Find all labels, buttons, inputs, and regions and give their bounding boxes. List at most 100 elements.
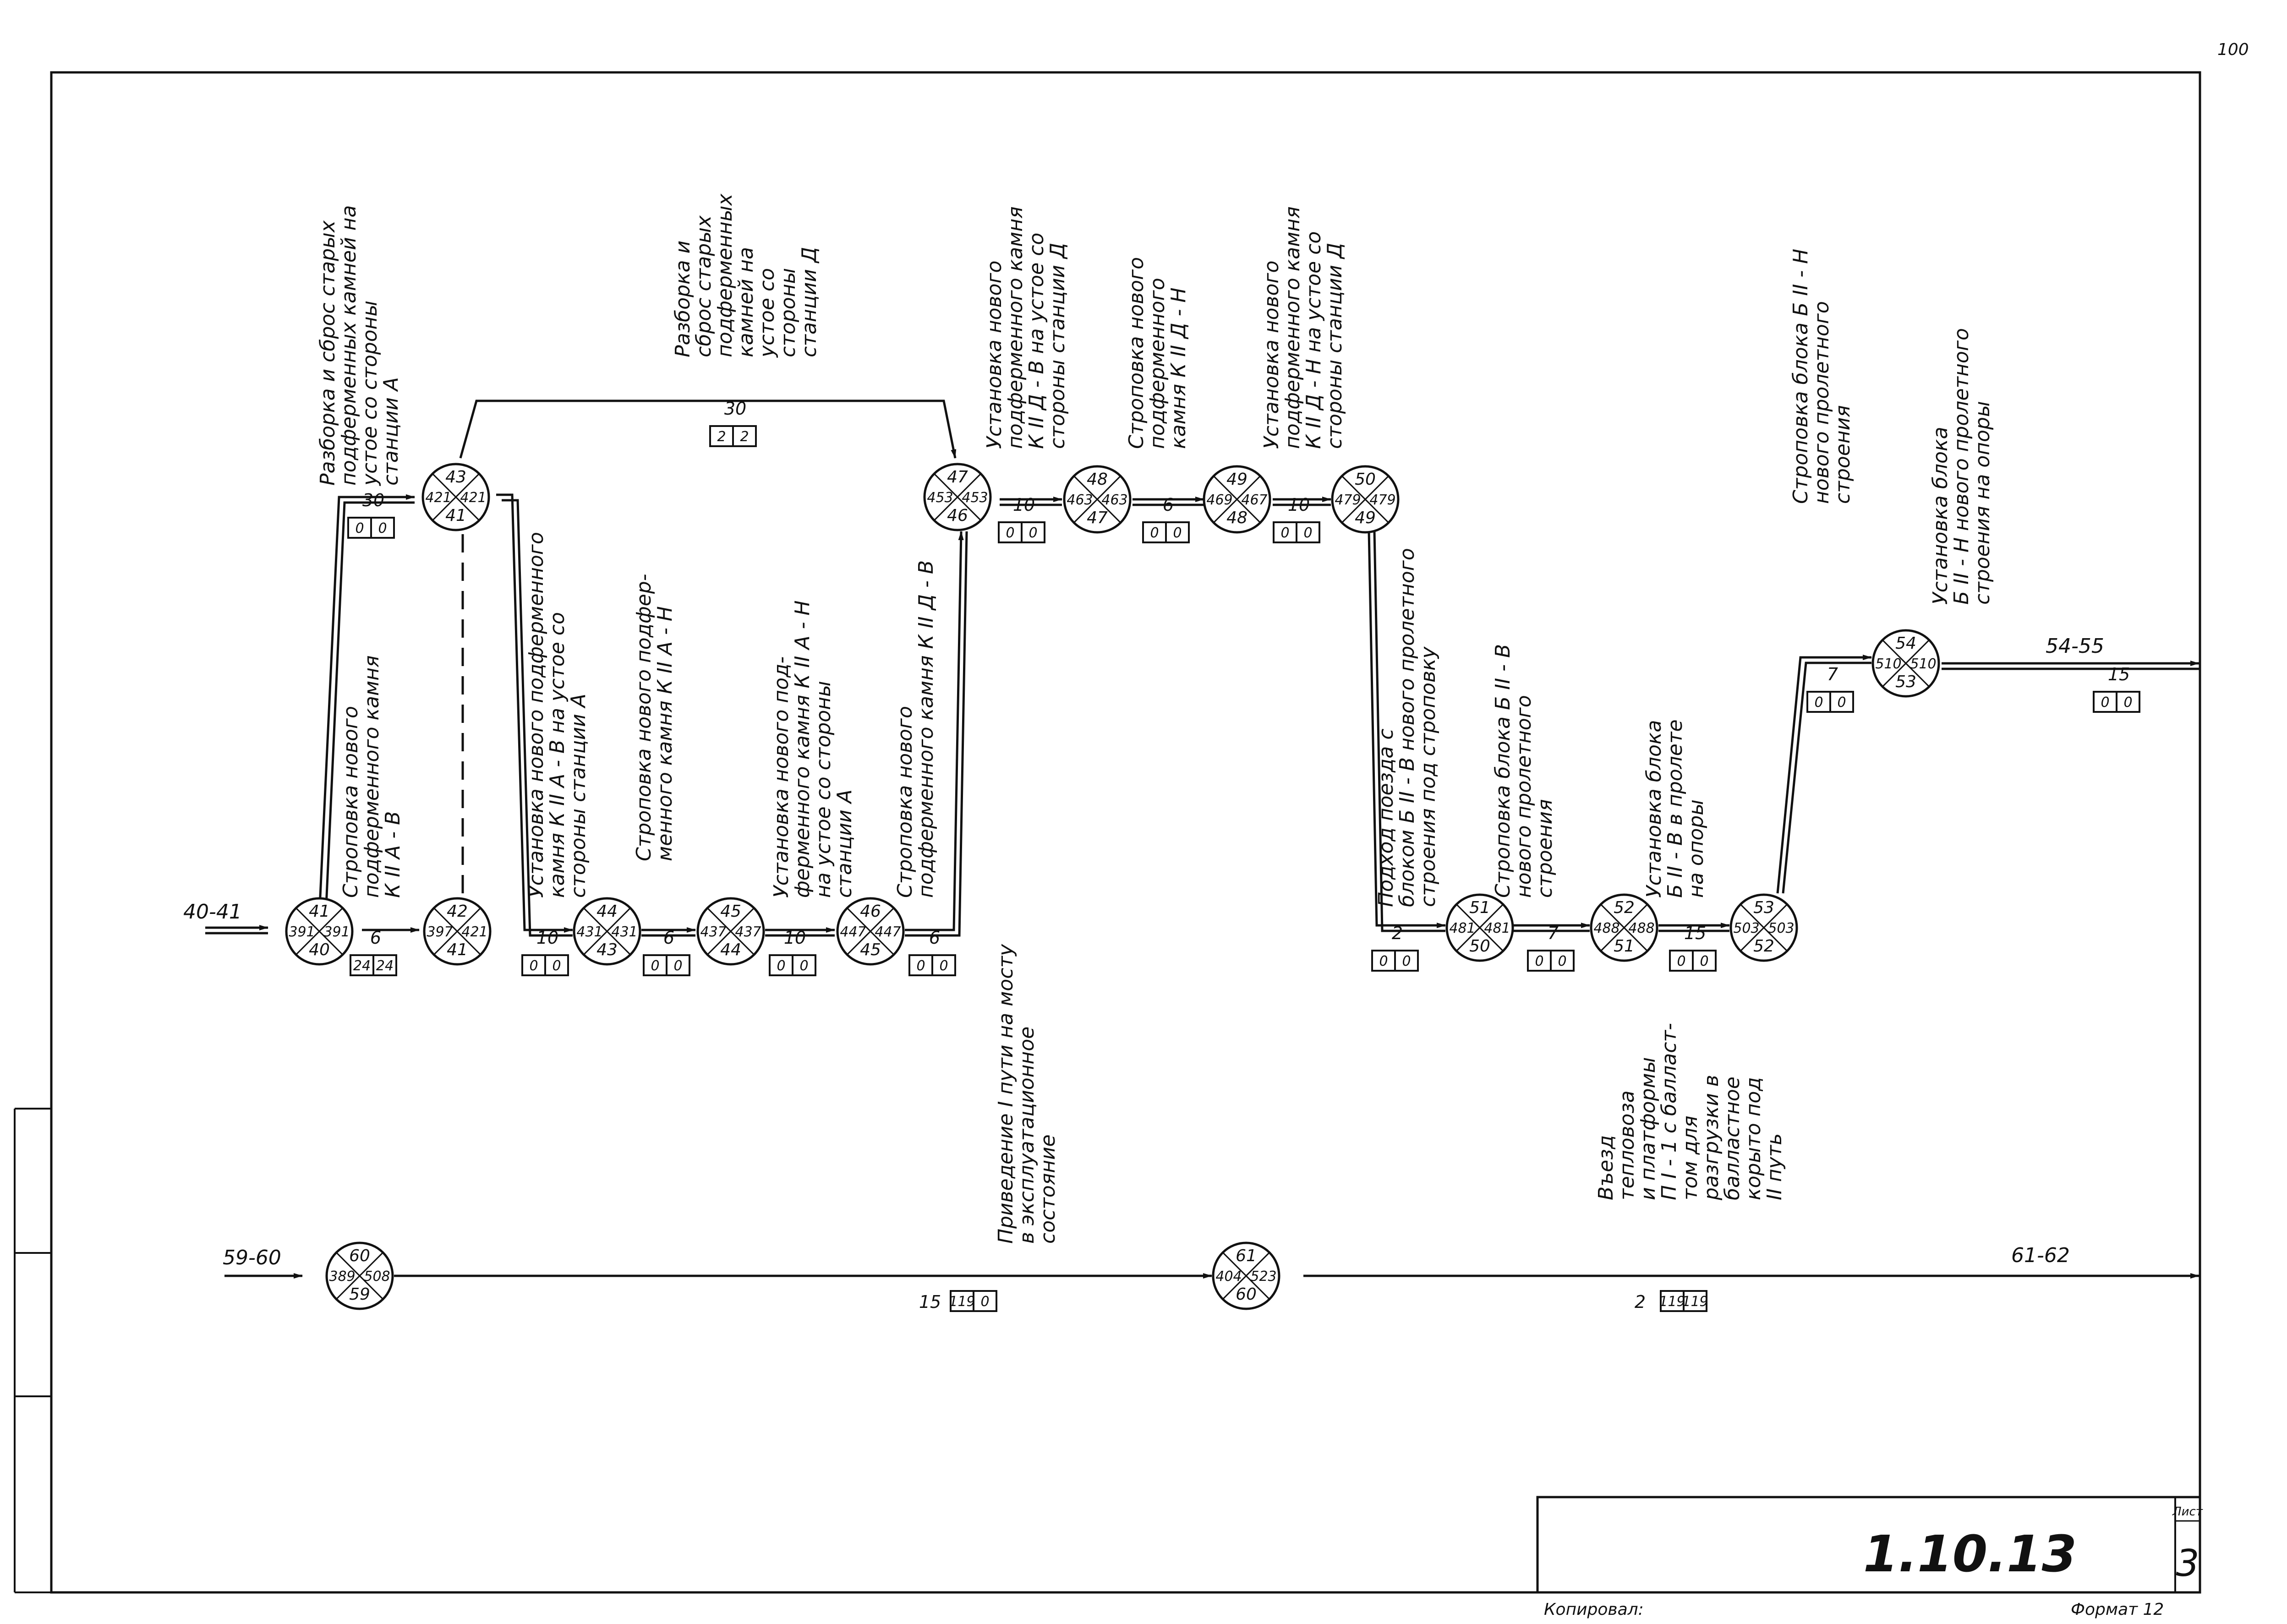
node-left-number: 389 xyxy=(329,1269,355,1285)
resource-value: 0 xyxy=(1535,953,1543,969)
node-top-number: 54 xyxy=(1895,634,1916,653)
activity-label-line: нового пролетного xyxy=(1512,695,1536,898)
node-left-number: 453 xyxy=(927,490,953,506)
activity-label-line: П I - 1 с балласт- xyxy=(1658,1023,1681,1200)
resource-value: 0 xyxy=(1814,694,1823,711)
activity-label: Строповка нового подфер-менного камня К … xyxy=(632,574,677,861)
node-top-number: 53 xyxy=(1753,898,1774,917)
arrow-label-40-41: 40-41 xyxy=(183,900,242,924)
resource-value: 0 xyxy=(529,958,538,974)
duration-label: 7 xyxy=(1548,923,1559,943)
activity-label-line: устое со xyxy=(755,268,779,358)
node-bottom-number: 44 xyxy=(720,940,741,959)
activity-label-line: Б II - В в пролете xyxy=(1663,719,1687,898)
resource-box xyxy=(950,1290,974,1312)
activity-label-line: Разборка и сброс старых xyxy=(316,220,339,486)
resource-value: 0 xyxy=(1700,953,1708,969)
activity-label-line: нового пролетного xyxy=(1810,301,1833,504)
duration-label: 2 xyxy=(1635,1292,1646,1312)
duration-label: 30 xyxy=(362,490,384,510)
node-right-number: 508 xyxy=(364,1269,390,1285)
activity-label-line: подферменного xyxy=(1146,278,1169,449)
node-left-number: 421 xyxy=(425,490,451,506)
activity-label-line: Установка блока xyxy=(1929,427,1952,605)
resource-value: 0 xyxy=(1173,525,1182,541)
node-top-number: 41 xyxy=(309,902,330,921)
node-top-number: 52 xyxy=(1614,898,1635,917)
activity-label-line: и платформы xyxy=(1636,1057,1660,1200)
activity-label-line: в эксплуатационное xyxy=(1015,1027,1039,1244)
activity-label-line: строения под строповку xyxy=(1417,646,1440,907)
node-right-number: 421 xyxy=(460,490,486,506)
resource-value: 0 xyxy=(355,520,364,536)
resource-value: 0 xyxy=(980,1294,989,1310)
node-left-number: 503 xyxy=(1733,920,1759,936)
activity-label-line: подферменных xyxy=(713,193,737,357)
node-right-number: 467 xyxy=(1241,492,1267,508)
activity-label-line: менного камня К II А - Н xyxy=(653,606,677,861)
node-top-number: 45 xyxy=(720,902,741,921)
resource-box xyxy=(1683,1290,1707,1312)
node-right-number: 503 xyxy=(1768,920,1794,936)
title-stamp: 1.10.13 Лист 3 xyxy=(1536,1496,2203,1594)
page-number: 100 xyxy=(2217,40,2249,59)
node-right-number: 481 xyxy=(1484,920,1510,936)
activity-label-line: строения xyxy=(1831,405,1855,504)
node-right-number: 510 xyxy=(1910,656,1936,672)
node-bottom-number: 43 xyxy=(596,940,618,959)
resource-value: 0 xyxy=(2101,694,2109,711)
resource-value: 0 xyxy=(1837,694,1846,711)
resource-box xyxy=(1669,950,1694,972)
resource-value: 0 xyxy=(1379,953,1388,969)
resource-box xyxy=(1527,950,1552,972)
resource-value: 2 xyxy=(740,429,749,445)
resource-box xyxy=(1371,950,1396,972)
drawing-frame xyxy=(50,71,2201,1594)
activity-label-line: Строповка блока Б II - В xyxy=(1491,644,1515,898)
node-right-number: 488 xyxy=(1628,920,1654,936)
resource-box xyxy=(1165,521,1190,543)
activity-label-line: II путь xyxy=(1763,1133,1786,1200)
activity-label-line: Б II - Н нового пролетного xyxy=(1950,328,1973,605)
activity-label-line: строения xyxy=(1533,799,1557,898)
activity-label-line: Строповка нового подфер- xyxy=(632,574,656,861)
node-right-number: 431 xyxy=(611,924,637,940)
resource-box xyxy=(1394,950,1419,972)
node-left-number: 447 xyxy=(840,924,866,940)
resource-box xyxy=(931,954,956,976)
resource-value: 0 xyxy=(799,958,808,974)
resource-box xyxy=(973,1290,997,1312)
resource-value: 0 xyxy=(1006,525,1014,541)
activity-label-line: устое со стороны xyxy=(358,301,382,487)
resource-value: 0 xyxy=(777,958,785,974)
activity-label-line: Приведение I пути на мосту xyxy=(994,944,1018,1244)
activity-label-line: ферменного камня К II А - Н xyxy=(791,600,814,898)
arrow-label-59-60: 59-60 xyxy=(223,1246,281,1269)
node-top-number: 44 xyxy=(596,902,618,921)
resource-value: 0 xyxy=(1402,953,1411,969)
resource-box xyxy=(1806,691,1831,713)
node-top-number: 49 xyxy=(1226,470,1247,489)
